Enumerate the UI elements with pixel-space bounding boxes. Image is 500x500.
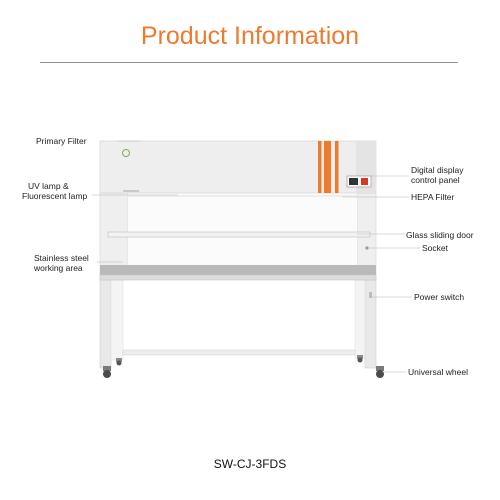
label-power-switch: Power switch	[414, 292, 465, 302]
control-panel-screen	[349, 178, 358, 185]
model-plate	[123, 190, 139, 192]
label-primary-filter: Primary Filter	[36, 136, 87, 146]
brand-logo	[122, 149, 130, 157]
right-leg-inner	[354, 279, 366, 359]
stainless-working-area	[100, 265, 376, 275]
left-wheel	[103, 366, 111, 378]
orange-stripe-2	[324, 141, 331, 193]
left-leg	[99, 279, 112, 369]
orange-stripe-1	[318, 141, 322, 193]
label-hepa-filter: HEPA Filter	[411, 192, 455, 202]
stand-crossbar	[122, 349, 356, 356]
stainless-edge	[99, 274, 377, 281]
upper-cabinet	[99, 140, 377, 194]
page-title: Product Information	[140, 22, 360, 50]
socket-mark	[365, 246, 369, 250]
inner-wheel-left	[116, 358, 122, 366]
control-panel-button	[361, 178, 368, 185]
power-switch-mark	[369, 292, 372, 298]
orange-stripe-3	[335, 141, 339, 193]
label-stainless-steel: Stainless steel working area	[34, 253, 89, 273]
glass-sliding-door	[107, 231, 371, 238]
interior-back	[128, 193, 357, 265]
model-number: SW-CJ-3FDS	[213, 457, 287, 471]
label-socket: Socket	[422, 243, 448, 253]
label-digital-display: Digital display control panel	[411, 165, 464, 185]
control-panel	[346, 175, 372, 188]
title-divider	[40, 62, 458, 63]
label-uv-lamp: UV lamp & Fluorescent lamp	[22, 181, 88, 201]
inner-wheel-right	[357, 355, 363, 363]
label-universal-wheel: Universal wheel	[408, 367, 468, 377]
label-glass-sliding-door: Glass sliding door	[406, 230, 474, 240]
left-leg-inner	[110, 279, 124, 361]
